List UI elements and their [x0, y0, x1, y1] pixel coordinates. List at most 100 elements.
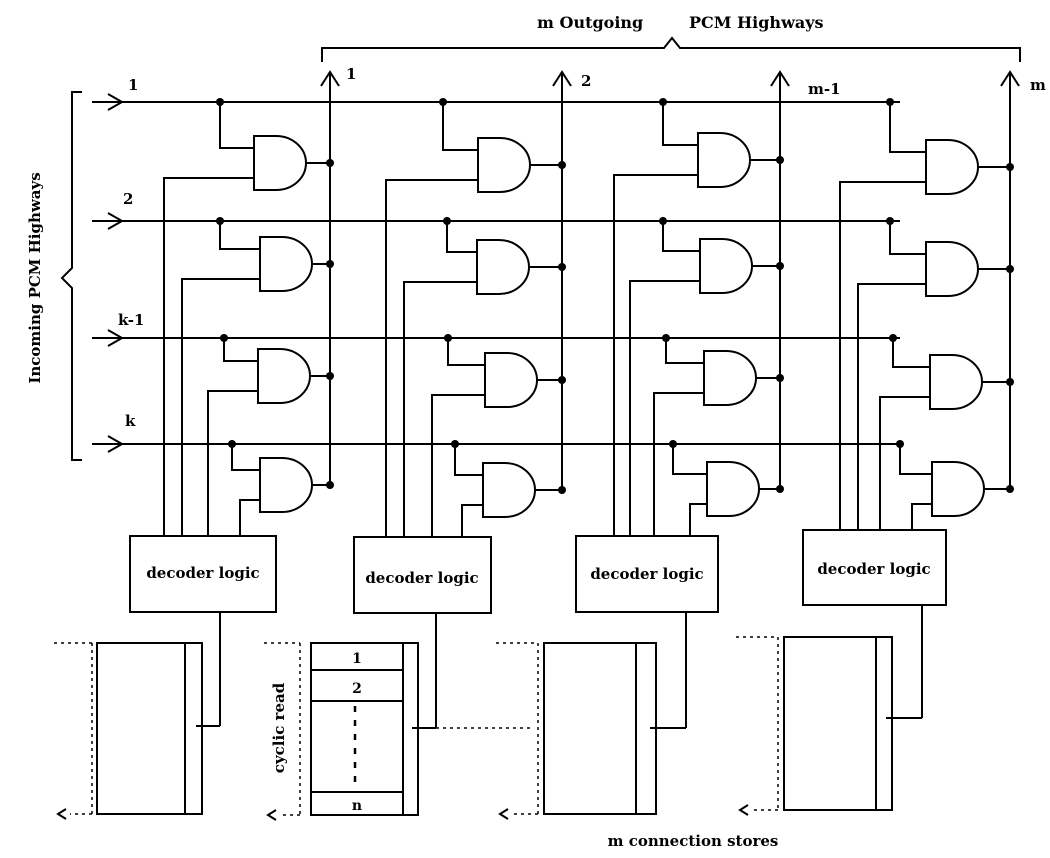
and-gate [484, 352, 538, 408]
junction-dot [659, 98, 667, 106]
gate-input-wire [446, 221, 477, 253]
incoming-label-k: k [125, 412, 136, 430]
junction-dot [439, 98, 447, 106]
gate-input-wire [662, 221, 700, 252]
gate-input-wire [454, 444, 483, 476]
gate-input-wire [219, 102, 254, 149]
decoder-label-3: decoder logic [590, 565, 703, 583]
outgoing-title-m: m Outgoing [537, 13, 643, 32]
gate-enable-wire [207, 390, 258, 536]
outgoing-brace [321, 36, 1021, 62]
store-cell-n: n [352, 798, 362, 814]
and-gate [929, 354, 983, 410]
gate-input-wire [219, 221, 260, 250]
junction-dot [886, 98, 894, 106]
and-gate [482, 462, 536, 518]
and-gate [703, 350, 757, 406]
gate-enable-wire [181, 278, 260, 536]
gate-enable-wire [653, 392, 704, 536]
junction-dot [326, 260, 334, 268]
junction-dot [558, 376, 566, 384]
and-gate [699, 238, 753, 294]
gate-enable-wire [163, 177, 254, 536]
outgoing-label-m: m [1030, 76, 1046, 94]
and-gate [253, 135, 307, 191]
gate-input-wire [442, 102, 478, 151]
incoming-title: Incoming PCM Highways [26, 172, 44, 383]
gate-enable-wire [689, 503, 707, 536]
junction-dot [558, 161, 566, 169]
gate-enable-wire [879, 396, 930, 530]
outgoing-label-2: 2 [581, 72, 591, 90]
and-gate-array [163, 98, 1014, 537]
junction-dot [444, 334, 452, 342]
and-gate [925, 241, 979, 297]
junction-dot [662, 334, 670, 342]
incoming-label-2: 2 [123, 190, 133, 208]
gate-enable-wire [403, 281, 477, 537]
incoming-label-1: 1 [128, 76, 138, 94]
gate-input-wire [223, 338, 258, 362]
gate-enable-wire [461, 504, 483, 537]
junction-dot [776, 156, 784, 164]
junction-dot [889, 334, 897, 342]
incoming-brace [60, 91, 82, 461]
junction-dot [216, 217, 224, 225]
junction-dot [558, 486, 566, 494]
gate-enable-wire [839, 181, 926, 530]
store-cell-2: 2 [352, 681, 362, 697]
and-gate [259, 457, 313, 513]
junction-dot [1006, 163, 1014, 171]
gate-enable-wire [629, 280, 700, 536]
and-gate [706, 461, 760, 517]
store-links [202, 605, 923, 729]
gate-input-wire [889, 221, 926, 255]
junction-dot [228, 440, 236, 448]
gate-input-wire [231, 444, 260, 471]
decoder-label-2: decoder logic [365, 569, 478, 587]
junction-dot [776, 374, 784, 382]
junction-dot [443, 217, 451, 225]
junction-dot [669, 440, 677, 448]
gate-enable-wire [239, 499, 260, 536]
decoder-label-1: decoder logic [146, 564, 259, 582]
gate-enable-wire [857, 283, 926, 530]
junction-dot [220, 334, 228, 342]
gate-input-wire [892, 338, 930, 368]
gate-enable-wire [385, 179, 478, 537]
incoming-label-k-1: k-1 [118, 311, 144, 329]
gate-enable-wire [911, 503, 932, 530]
gate-input-wire [665, 338, 704, 364]
and-gate [477, 137, 531, 193]
connection-stores [54, 636, 893, 821]
and-gate [259, 236, 313, 292]
and-gate [476, 239, 530, 295]
and-gate [931, 461, 985, 517]
decoder-label-4: decoder logic [817, 560, 930, 578]
junction-dot [886, 217, 894, 225]
outgoing-highways [320, 70, 1020, 488]
and-gate [925, 139, 979, 195]
junction-dot [776, 485, 784, 493]
junction-dot [896, 440, 904, 448]
gate-input-wire [672, 444, 707, 475]
gate-enable-wire [613, 174, 698, 536]
junction-dot [1006, 485, 1014, 493]
gate-input-wire [899, 444, 932, 475]
gate-input-wire [889, 102, 926, 153]
junction-dot [326, 372, 334, 380]
cyclic-read-label: cyclic read [270, 682, 288, 773]
junction-dot [451, 440, 459, 448]
and-gate [697, 132, 751, 188]
junction-dot [776, 262, 784, 270]
store-cell-1: 1 [352, 651, 362, 667]
junction-dot [326, 481, 334, 489]
decoder-blocks [129, 529, 947, 614]
outgoing-label-m-1: m-1 [808, 80, 841, 98]
outgoing-label-1: 1 [346, 65, 356, 83]
gate-enable-wire [431, 394, 485, 537]
stores-caption: m connection stores [608, 832, 779, 850]
outgoing-title: PCM Highways [689, 13, 824, 32]
junction-dot [1006, 265, 1014, 273]
junction-dot [1006, 378, 1014, 386]
